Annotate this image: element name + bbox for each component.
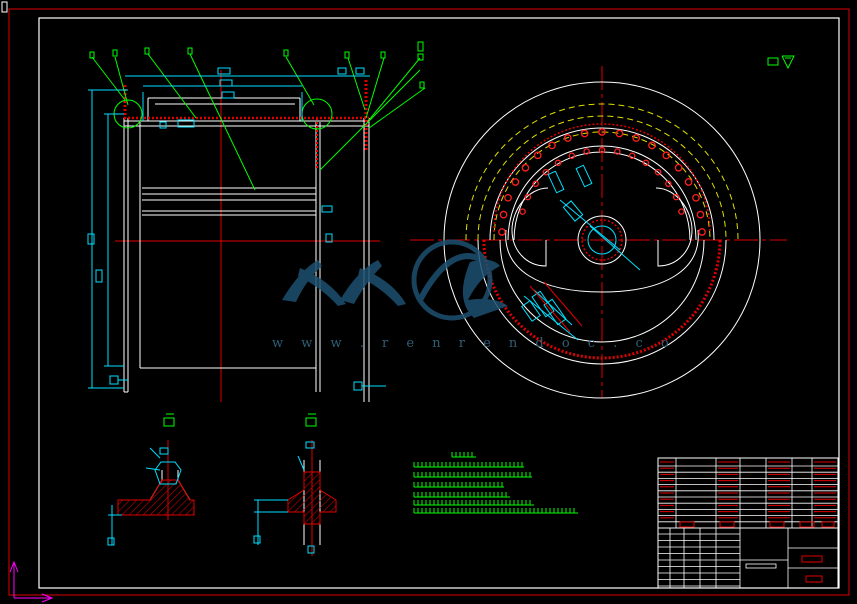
watermark-url: w w w . r e n r e n d o c . c o xyxy=(272,336,676,351)
bolt-hole-inner xyxy=(614,148,621,155)
dimension-lines xyxy=(87,67,386,391)
bolt-hole xyxy=(499,210,508,219)
bolt-hole xyxy=(504,193,512,202)
bolt-hole-inner xyxy=(519,208,526,215)
bolt-hole-inner xyxy=(542,168,550,176)
bolt-hole xyxy=(674,163,683,172)
section-detail-2 xyxy=(253,413,337,556)
bolt-hole xyxy=(648,141,656,150)
bolt-hole xyxy=(684,178,693,186)
bolt-hole-circle xyxy=(498,128,706,236)
bolt-hole xyxy=(692,193,700,202)
section-detail-1 xyxy=(107,413,195,546)
bolt-hole-inner xyxy=(524,193,532,201)
bolt-hole xyxy=(698,228,706,236)
bolt-hole-inner xyxy=(665,180,672,188)
ucs-axis-icon xyxy=(9,560,54,603)
title-block xyxy=(657,457,839,589)
bolt-hole xyxy=(615,129,624,138)
bolt-hole-inner xyxy=(642,159,650,167)
bolt-hole xyxy=(580,129,589,138)
drawing-frame xyxy=(38,17,840,589)
bolt-hole-inner xyxy=(678,208,685,215)
bolt-hole xyxy=(696,210,705,219)
bolt-hole-inner xyxy=(672,193,680,201)
bolt-hole xyxy=(548,141,556,150)
bolt-hole xyxy=(662,151,671,160)
bolt-hole xyxy=(521,163,530,172)
bolt-hole xyxy=(498,228,506,236)
bolt-hole-inner xyxy=(583,148,590,155)
bolt-hole xyxy=(511,178,520,186)
bolt-hole xyxy=(632,134,641,142)
front-view xyxy=(87,41,426,402)
bolt-hole-inner xyxy=(628,152,636,160)
side-view xyxy=(410,66,787,399)
leader-lines xyxy=(91,53,426,191)
outer-border xyxy=(8,8,850,596)
bolt-hole-inner xyxy=(554,159,562,167)
surface-finish-symbol xyxy=(767,55,795,70)
technical-notes xyxy=(413,452,578,514)
bolt-hole-inner xyxy=(598,146,606,154)
bolt-hole-inner xyxy=(654,168,662,176)
outer-border-tick xyxy=(1,1,8,13)
bolt-hole xyxy=(598,128,606,136)
bolt-hole xyxy=(563,134,572,142)
bolt-hole-inner xyxy=(532,180,539,188)
bolt-hole-inner xyxy=(568,152,576,160)
bolt-hole xyxy=(533,151,542,160)
